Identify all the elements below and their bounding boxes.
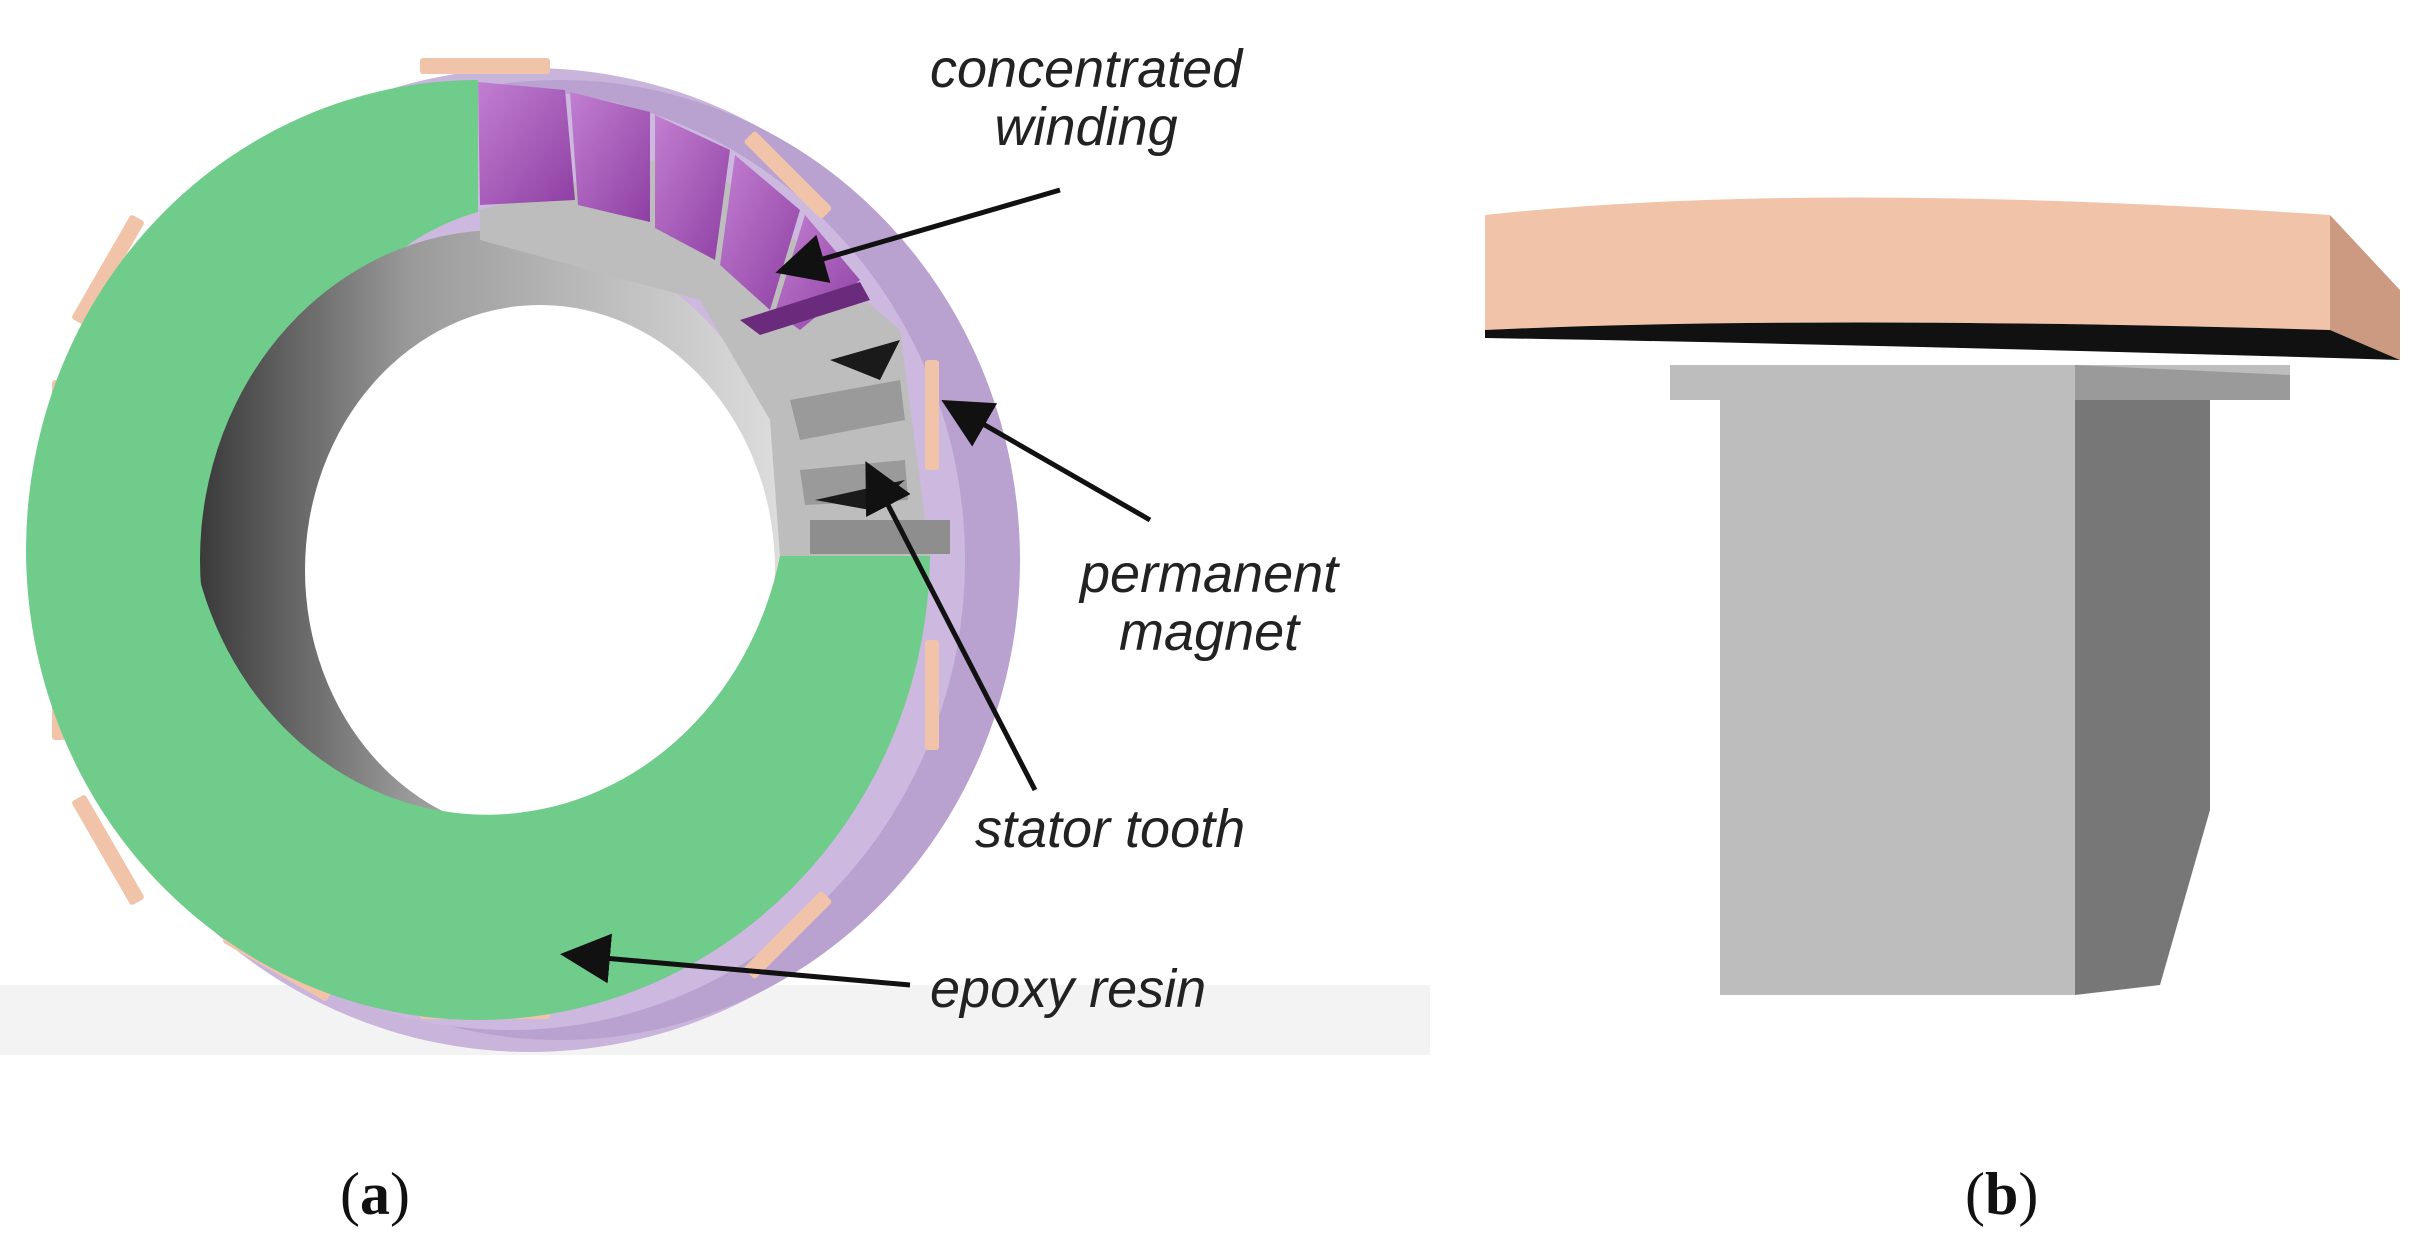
tooth-tip-flange-side	[2075, 365, 2290, 400]
arrow-epoxy-resin	[560, 933, 911, 988]
tooth-body-side	[2075, 400, 2210, 995]
panel-label-b-letter: b	[1984, 1161, 2019, 1227]
arrow-permanent-magnet	[941, 400, 1152, 523]
magnet-segment	[420, 58, 550, 74]
inner-bore-opening	[305, 305, 775, 835]
arrow-concentrated-winding	[775, 187, 1061, 283]
magnet-segment	[925, 360, 939, 470]
winding-coil	[655, 115, 730, 260]
callout-stator-tooth: stator tooth	[975, 799, 1246, 859]
stator-yoke	[480, 150, 930, 556]
magnet-block-shadow	[1485, 322, 2400, 360]
tooth-body-front	[1720, 400, 2075, 995]
magnet-segment	[72, 215, 144, 325]
magnet-block-side	[2330, 215, 2400, 360]
panel-label-a-open: (	[340, 1161, 360, 1227]
callout-concentrated-winding-line2: winding	[994, 97, 1178, 157]
winding-coil-shadow	[740, 282, 870, 335]
panel-label-a: (a)	[340, 1160, 410, 1229]
panel-label-b: (b)	[1965, 1160, 2038, 1229]
callout-epoxy-resin: epoxy resin	[930, 959, 1207, 1019]
magnet-segment	[925, 640, 939, 750]
stator-tooth	[790, 380, 905, 440]
winding-coil	[478, 82, 575, 205]
magnet-block-front	[1485, 197, 2330, 330]
panel-a-machine	[0, 58, 1430, 1055]
magnet-segment	[72, 795, 144, 905]
callout-arrows	[560, 187, 1152, 988]
winding-coil	[570, 92, 650, 222]
arrow-stator-tooth	[865, 461, 1038, 792]
magnet-segment	[744, 131, 832, 219]
panel-b-tooth-module	[1485, 197, 2400, 995]
panel-label-b-close: )	[2018, 1161, 2039, 1227]
panel-label-a-close: )	[389, 1161, 410, 1227]
stator-tooth-shadow	[830, 340, 900, 380]
callout-permanent-magnet: permanent magnet	[1080, 545, 1338, 661]
panel-label-a-letter: a	[359, 1161, 390, 1227]
magnet-segment	[744, 891, 832, 979]
callout-permanent-magnet-line1: permanent	[1080, 544, 1339, 604]
stator-tooth-tip	[810, 520, 950, 554]
stator-teeth	[480, 150, 950, 556]
callout-permanent-magnet-line2: magnet	[1119, 602, 1300, 662]
epoxy-resin-face-lower	[62, 556, 930, 897]
callout-concentrated-winding-line1: concentrated	[930, 39, 1243, 99]
epoxy-resin-face-top	[61, 80, 479, 560]
panel-label-b-open: (	[1965, 1161, 1985, 1227]
callout-concentrated-winding: concentrated winding	[930, 40, 1242, 156]
